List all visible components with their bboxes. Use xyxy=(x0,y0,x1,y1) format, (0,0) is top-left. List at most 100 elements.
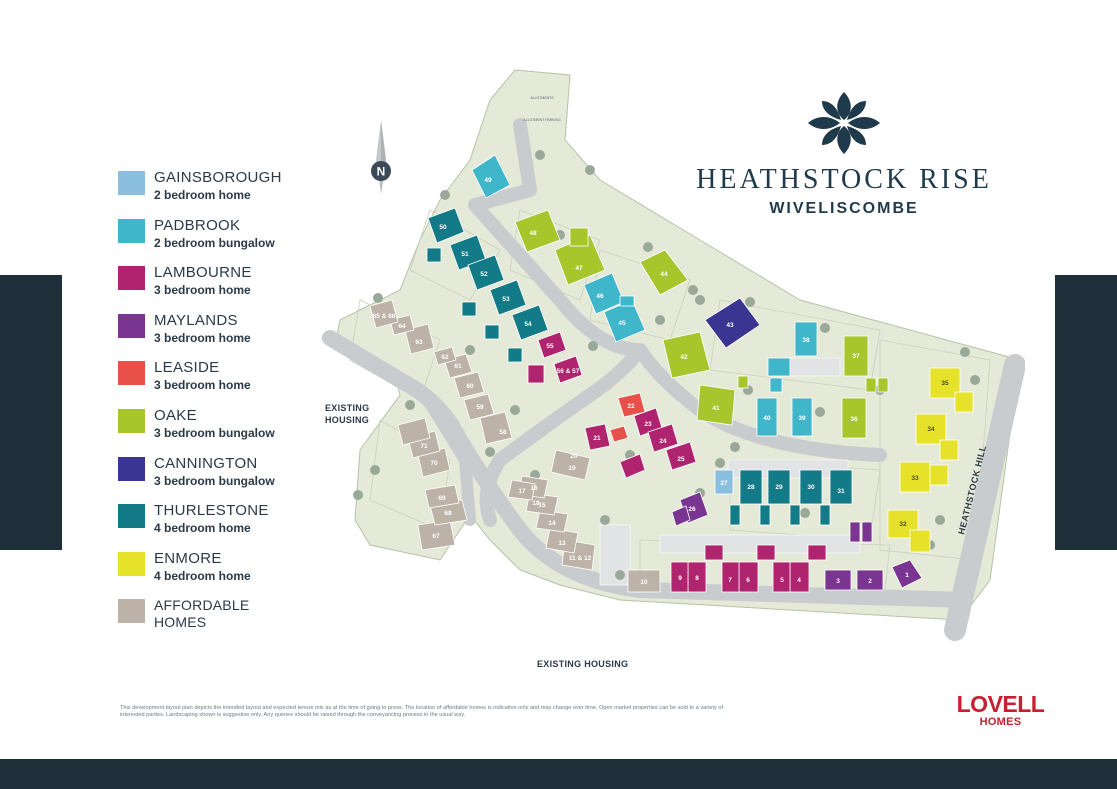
building-plots xyxy=(369,154,974,593)
right-accent-bar xyxy=(1055,275,1117,550)
plot-label: 9 xyxy=(678,575,682,582)
plot-label: 35 xyxy=(941,380,949,387)
legend-swatch xyxy=(118,599,145,624)
legend-name: THURLESTONE xyxy=(154,502,269,520)
plot-label: 67 xyxy=(432,533,440,540)
plot-label: 55 xyxy=(546,343,554,350)
legend-item-lambourne: LAMBOURNE 3 bedroom home xyxy=(118,263,323,311)
plot-label: 10 xyxy=(640,579,648,586)
disclaimer-text: This development layout plan depicts the… xyxy=(120,705,724,718)
plot-label: 26 xyxy=(688,506,696,513)
plot-label: 30 xyxy=(807,484,815,491)
plot-label: 1 xyxy=(905,572,909,579)
legend-item-leaside: LEASIDE 3 bedroom home xyxy=(118,358,323,406)
plot-label: 56 & 57 xyxy=(557,368,580,375)
plot-label: 36 xyxy=(850,416,858,423)
allotments-label: ALLOTMENTS xyxy=(530,96,554,100)
plot-label: 24 xyxy=(659,438,667,445)
legend-name: GAINSBOROUGH xyxy=(154,169,282,186)
plot-label: 59 xyxy=(476,404,484,411)
site-plan-map: 1 2 3 4 5 6 7 8 9 10 11 & 12 13 14 15 16… xyxy=(322,69,1025,641)
plot-label: 11 & 12 xyxy=(569,555,592,562)
plot-label: 71 xyxy=(420,443,428,450)
plot-label: 47 xyxy=(575,265,583,272)
plot-label: 60 xyxy=(466,383,474,390)
legend: GAINSBOROUGH 2 bedroom home PADBROOK 2 b… xyxy=(118,168,323,644)
legend-desc: 3 bedroom home xyxy=(154,283,251,298)
legend-swatch xyxy=(118,218,145,243)
brand-main: LOVELL xyxy=(956,691,1045,717)
plot-label: 58 xyxy=(499,429,507,436)
brand-sub: HOMES xyxy=(979,716,1022,728)
legend-item-maylands: MAYLANDS 3 bedroom home xyxy=(118,311,323,359)
plot-label: 31 xyxy=(837,488,845,495)
plot-label: 64 xyxy=(398,323,406,330)
legend-desc: 2 bedroom home xyxy=(154,188,251,202)
existing-housing-south-label: EXISTING HOUSING xyxy=(537,659,629,669)
plot-label: 51 xyxy=(461,251,469,258)
allotment-labels: ALLOTMENTS ALLOTMENT PARKING xyxy=(523,96,561,122)
plot-label: 22 xyxy=(627,403,635,410)
legend-item-cannington: CANNINGTON 3 bedroom bungalow xyxy=(118,454,323,502)
development-name: HEATHSTOCK RISE xyxy=(696,164,992,195)
plot-label: 23 xyxy=(644,421,652,428)
legend-swatch xyxy=(118,551,145,576)
development-location: WIVELISCOMBE xyxy=(769,200,919,217)
plot-label: 39 xyxy=(798,415,806,422)
legend-item-gainsborough: GAINSBOROUGH 2 bedroom home xyxy=(118,168,323,216)
plot-label: 69 xyxy=(438,495,446,502)
footer-band xyxy=(0,759,1117,789)
legend-desc: 4 bedroom home xyxy=(154,521,251,536)
plot-label: 5 xyxy=(780,577,784,584)
plot-label: 34 xyxy=(927,426,935,433)
legend-desc: 3 bedroom bungalow xyxy=(154,425,275,440)
legend-item-enmore: ENMORE 4 bedroom home xyxy=(118,549,323,597)
development-title: HEATHSTOCK RISE WIVELISCOMBE xyxy=(680,90,1008,218)
legend-name: CANNINGTON xyxy=(154,454,258,472)
north-arrow-icon: N xyxy=(371,120,391,194)
plot-label: 70 xyxy=(430,460,438,467)
plot-label: 7 xyxy=(728,577,732,584)
left-accent-bar xyxy=(0,275,62,550)
legend-name: AFFORDABLE HOMES xyxy=(154,597,250,631)
plot-label: 15 xyxy=(538,502,546,509)
plot-label: 38 xyxy=(802,337,810,344)
plot-label: 20 xyxy=(570,453,578,460)
legend-name: LAMBOURNE xyxy=(154,264,252,282)
allotment-parking-label: ALLOTMENT PARKING xyxy=(523,118,561,122)
plot-label: 17 xyxy=(518,488,526,495)
legend-swatch xyxy=(118,361,145,386)
lovell-homes-logo: LOVELL HOMES xyxy=(953,692,1048,728)
legend-item-padbrook: PADBROOK 2 bedroom bungalow xyxy=(118,216,323,264)
plot-label: 14 xyxy=(548,520,556,527)
plot-label: 21 xyxy=(593,435,601,442)
plot-label: 62 xyxy=(441,354,449,361)
plot-label: 65 & 66 xyxy=(373,313,396,320)
plot-label: 37 xyxy=(852,353,860,360)
plot-label: 19 xyxy=(568,465,576,472)
plot-label: 32 xyxy=(899,521,907,528)
legend-swatch xyxy=(118,171,145,195)
plot-label: 52 xyxy=(480,271,488,278)
legend-desc: 3 bedroom bungalow xyxy=(154,473,275,488)
legend-item-thurlestone: THURLESTONE 4 bedroom home xyxy=(118,501,323,549)
plot-number-labels: 1 2 3 4 5 6 7 8 9 10 11 & 12 13 14 15 16… xyxy=(373,177,949,586)
plot-label: 18 xyxy=(532,500,540,507)
plot-label: 29 xyxy=(775,484,783,491)
plot-label: 2 xyxy=(868,578,872,585)
plot-label: 6 xyxy=(746,577,750,584)
flower-logo-icon xyxy=(808,92,880,154)
plot-label: 13 xyxy=(558,540,566,547)
plot-label: 41 xyxy=(712,405,720,412)
plot-label: 25 xyxy=(677,456,685,463)
legend-name: ENMORE xyxy=(154,549,222,567)
legend-swatch xyxy=(118,266,145,291)
legend-swatch xyxy=(118,408,145,433)
legend-swatch xyxy=(118,456,145,481)
plot-label: 45 xyxy=(618,320,626,327)
plot-label: 28 xyxy=(747,484,755,491)
plot-label: 53 xyxy=(502,296,510,303)
plot-label: 33 xyxy=(911,475,919,482)
plot-label: 43 xyxy=(726,322,734,329)
plot-label: 54 xyxy=(524,321,532,328)
